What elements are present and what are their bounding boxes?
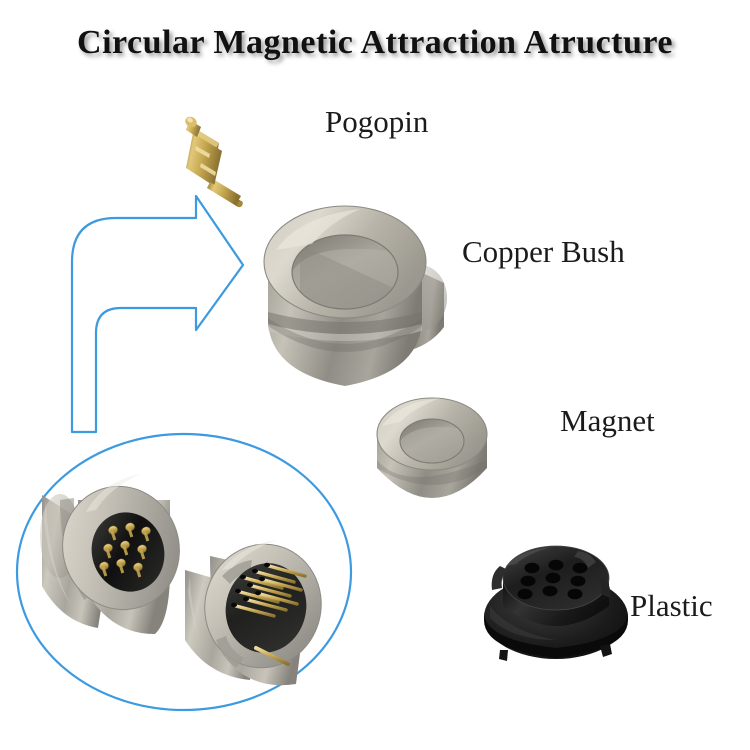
part-label-copper-bush: Copper Bush	[462, 234, 625, 269]
part-label-plastic: Plastic	[630, 588, 713, 623]
assembled-connector-left	[40, 474, 180, 634]
magnet-part	[376, 397, 488, 498]
part-label-magnet: Magnet	[560, 403, 655, 438]
plastic-part	[484, 545, 628, 661]
copper-bush-part	[263, 205, 447, 386]
curved-arrow-icon	[70, 194, 245, 434]
pogopin-part	[185, 116, 243, 208]
page-title: Circular Magnetic Attraction Atructure	[77, 24, 673, 61]
assembly-highlight-circle	[15, 432, 353, 712]
part-label-pogopin: Pogopin	[325, 104, 429, 139]
assembled-connector-right	[185, 540, 322, 686]
